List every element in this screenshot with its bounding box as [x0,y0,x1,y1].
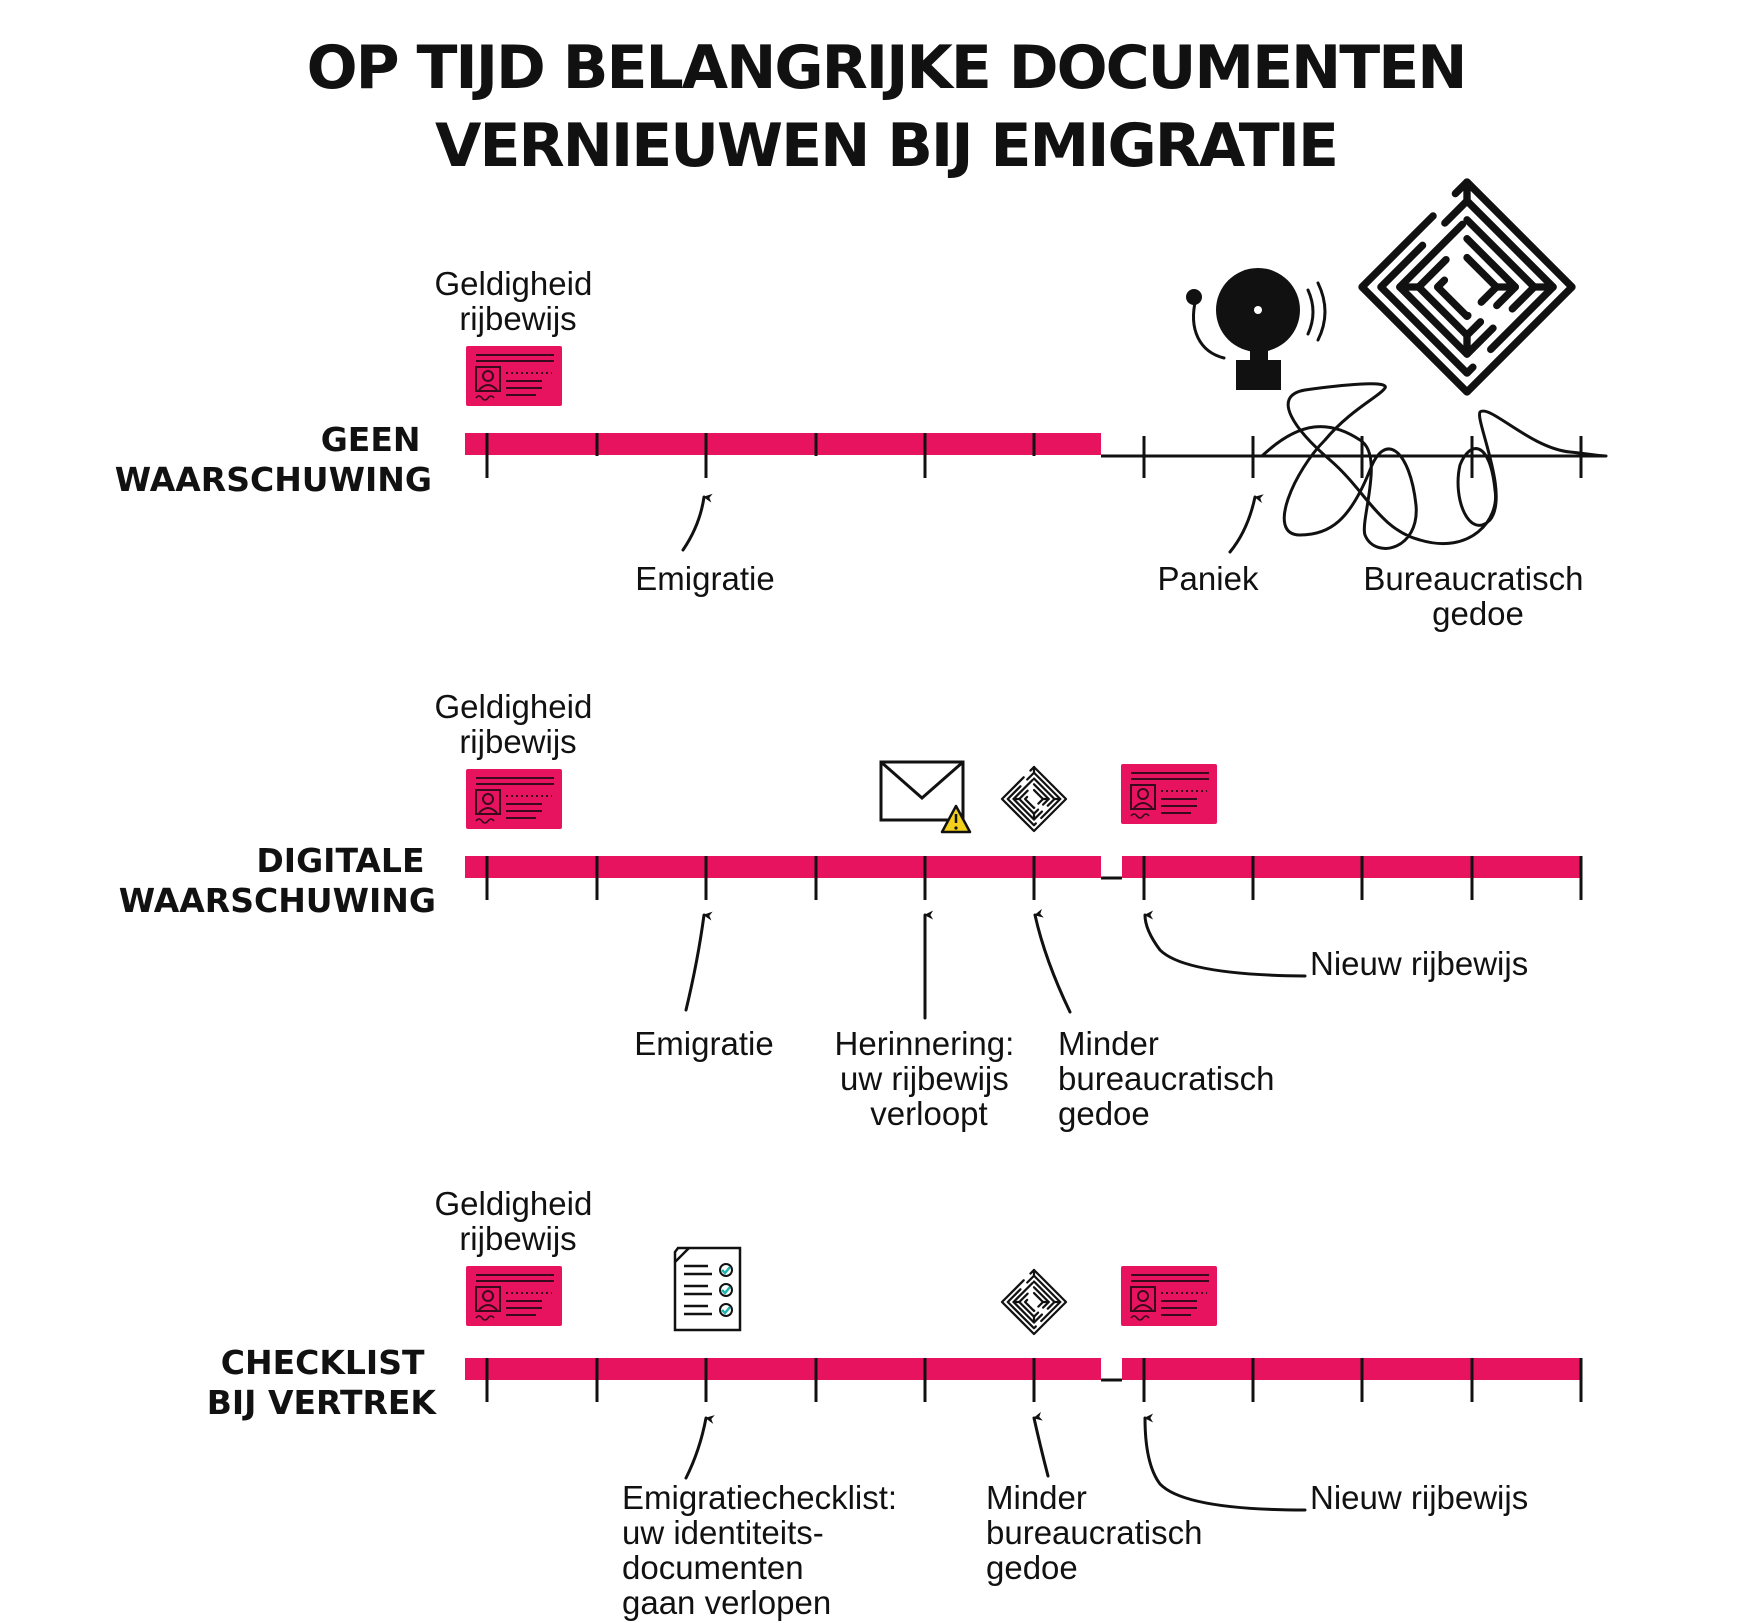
arrow-paniek [1228,494,1264,554]
row-checklist-bij-vertrek: Geldigheid rijbewijs CHECKLIST BIJ VERTR… [207,1185,1583,1621]
envelope-warning-icon [879,760,972,834]
license-card-icon [1120,763,1218,825]
validity-label: Geldigheid rijbewijs [435,1185,602,1257]
row-label: GEEN WAARSCHUWING [115,420,432,499]
arrow-minder-gedoe [1032,1411,1050,1478]
row-digitale-waarschuwing: Geldigheid rijbewijs DIGITALE WAARSCHUWI… [119,688,1583,1132]
validity-bar-old [465,856,1101,878]
arrow-emigratie [684,911,713,1012]
validity-bar-old [465,1358,1101,1380]
timeline-ticks [485,1358,1583,1402]
annotation-nieuw-rijbewijs: Nieuw rijbewijs [1310,945,1528,982]
annotation-nieuw-rijbewijs: Nieuw rijbewijs [1310,1479,1528,1516]
annotation-minder-gedoe: Minder bureaucratisch gedoe [1058,1025,1284,1132]
annotation-bureaucratisch-gedoe: Bureaucratisch gedoe [1363,560,1592,632]
row-label: CHECKLIST BIJ VERTREK [207,1343,438,1422]
arrow-emigratie [681,493,713,552]
page-title-line-1: OP TIJD BELANGRIJKE DOCUMENTEN [307,33,1466,103]
license-card-icon [1120,1265,1218,1327]
arrow-nieuw-rijbewijs [1143,910,1307,978]
annotation-emigratiechecklist: Emigratiechecklist: uw identiteits- docu… [622,1479,906,1621]
timeline-ticks [485,433,1583,478]
arrow-minder-gedoe [1033,908,1072,1014]
annotation-emigratie: Emigratie [635,560,774,597]
annotation-emigratie: Emigratie [634,1025,773,1062]
validity-bar-new [1122,1358,1582,1380]
page-title-line-2: VERNIEUWEN BIJ EMIGRATIE [435,111,1337,181]
validity-label: Geldigheid rijbewijs [435,265,602,337]
arrow-nieuw-rijbewijs [1143,1413,1307,1512]
annotation-minder-gedoe: Minder bureaucratisch gedoe [986,1479,1212,1586]
maze-icon [1000,765,1068,833]
maze-icon [1362,182,1572,392]
license-card-icon [465,768,563,830]
alarm-bell-icon [1186,268,1327,390]
checklist-icon [673,1246,742,1332]
license-card-icon [465,1265,563,1327]
validity-bar [465,433,1101,455]
annotation-paniek: Paniek [1158,560,1259,597]
row-label: DIGITALE WAARSCHUWING [119,841,436,920]
validity-bar-new [1122,856,1582,878]
maze-icon [1000,1268,1068,1336]
license-card-icon [465,345,563,407]
arrow-emigratiechecklist [684,1415,715,1480]
validity-label: Geldigheid rijbewijs [435,688,602,760]
tangled-line [1260,382,1608,550]
row-geen-waarschuwing: Geldigheid rijbewijs GEEN WAARSCHUWING [115,182,1608,632]
annotation-herinnering: Herinnering: uw rijbewijs verloopt [835,1025,1024,1132]
timeline-ticks [485,856,1583,900]
